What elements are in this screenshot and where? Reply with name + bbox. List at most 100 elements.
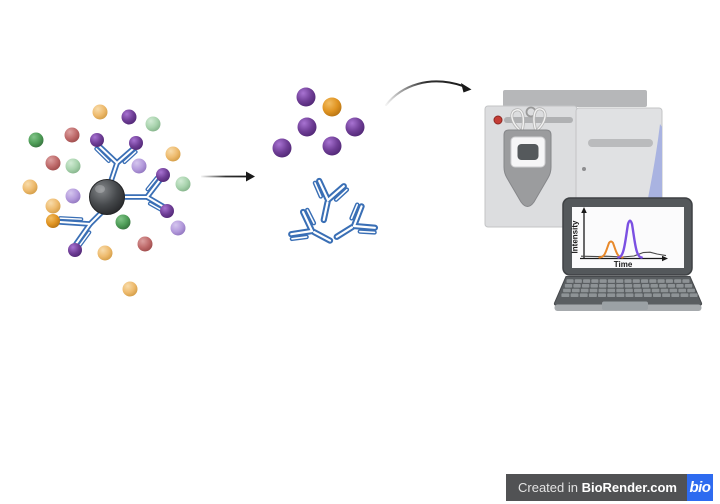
keyboard-key bbox=[564, 284, 573, 288]
antibody-icon bbox=[122, 175, 167, 213]
keyboard-key bbox=[616, 284, 624, 288]
keyboard-key bbox=[581, 284, 590, 288]
keyboard-key bbox=[641, 279, 649, 283]
captured-antigen-particles bbox=[46, 133, 174, 257]
antigen-particle bbox=[170, 220, 186, 236]
arrow-right-icon bbox=[201, 171, 255, 182]
antigen-particle bbox=[65, 188, 81, 204]
antigen-particle bbox=[131, 158, 147, 174]
captured-antigen-particle bbox=[68, 243, 82, 257]
keyboard-key bbox=[607, 288, 616, 293]
watermark-prefix-text: Created in bbox=[518, 480, 582, 495]
panel-screw-icon bbox=[582, 167, 586, 171]
keyboard-key bbox=[634, 288, 642, 293]
instrument-top-bar bbox=[503, 90, 647, 107]
keyboard-key bbox=[616, 293, 625, 297]
keyboard-key bbox=[642, 288, 651, 293]
antigen-particle bbox=[28, 132, 44, 148]
keyboard-key bbox=[598, 293, 606, 297]
antibody-icon bbox=[57, 208, 106, 249]
keyboard-key bbox=[660, 288, 669, 293]
antigen-particle bbox=[45, 155, 61, 171]
captured-antigen-particle bbox=[46, 214, 60, 228]
keyboard-key bbox=[680, 293, 689, 297]
antigen-particle bbox=[65, 158, 81, 174]
keyboard-key bbox=[588, 293, 597, 297]
watermark-brand-text: BioRender.com bbox=[581, 480, 677, 495]
keyboard-key bbox=[633, 284, 641, 288]
antigen-particle bbox=[115, 214, 131, 230]
laptop-keys bbox=[561, 279, 698, 297]
captured-antigen-particle bbox=[129, 136, 143, 150]
keyboard-key bbox=[651, 288, 660, 293]
keyboard-key bbox=[669, 288, 678, 293]
keyboard-key bbox=[682, 279, 690, 283]
keyboard-key bbox=[659, 284, 667, 288]
keyboard-key bbox=[689, 293, 698, 297]
chart-xlabel: Time bbox=[614, 260, 633, 269]
mass-spectrometer bbox=[484, 90, 663, 228]
chart-ylabel: Intensity bbox=[571, 220, 580, 253]
keyboard-key bbox=[607, 279, 615, 283]
keyboard-key bbox=[667, 284, 676, 288]
keyboard-key bbox=[566, 279, 574, 283]
biorender-watermark: Created in BioRender.com bio bbox=[506, 474, 713, 501]
keyboard-key bbox=[599, 279, 607, 283]
keyboard-key bbox=[589, 288, 598, 293]
keyboard-key bbox=[570, 293, 579, 297]
antigen-particle bbox=[92, 104, 108, 120]
high-abundance-peak bbox=[617, 219, 643, 259]
keyboard-key bbox=[591, 279, 599, 283]
keyboard-key bbox=[632, 279, 640, 283]
keyboard-key bbox=[662, 293, 671, 297]
antigen-particle bbox=[97, 245, 113, 261]
antibody-icon bbox=[333, 202, 379, 240]
captured-antigen-particle bbox=[90, 133, 104, 147]
watermark-bar: Created in BioRender.com bbox=[506, 474, 687, 501]
keyboard-key bbox=[643, 293, 652, 297]
antigen-particle bbox=[22, 179, 38, 195]
keyboard-key bbox=[684, 284, 693, 288]
magnetic-bead-body bbox=[89, 179, 125, 215]
antigen-particle bbox=[137, 236, 153, 252]
keyboard-key bbox=[634, 293, 643, 297]
eluted-antigen-particle bbox=[272, 138, 292, 158]
keyboard-key bbox=[580, 288, 589, 293]
keyboard-key bbox=[650, 284, 658, 288]
antigen-particle bbox=[165, 146, 181, 162]
eluted-antigen-particle bbox=[322, 97, 342, 117]
instrument-handle bbox=[588, 139, 653, 147]
keyboard-key bbox=[657, 279, 665, 283]
eluted-antigen-particle bbox=[296, 87, 316, 107]
keyboard-key bbox=[579, 293, 588, 297]
power-led-icon bbox=[493, 115, 503, 125]
eluted-antigen-particle bbox=[345, 117, 365, 137]
keyboard-key bbox=[598, 288, 607, 293]
keyboard-key bbox=[616, 288, 624, 293]
keyboard-key bbox=[607, 284, 616, 288]
antibody-icon bbox=[312, 177, 350, 224]
keyboard-key bbox=[599, 284, 607, 288]
keyboard-key bbox=[574, 279, 582, 283]
laptop-trackpad bbox=[602, 301, 648, 310]
instrument-rail bbox=[504, 117, 573, 123]
keyboard-key bbox=[561, 293, 570, 297]
keyboard-key bbox=[676, 284, 684, 288]
keyboard-key bbox=[624, 284, 633, 288]
x-axis-arrow-icon bbox=[662, 255, 668, 262]
captured-antigen-particle bbox=[156, 168, 170, 182]
free-antigen-particles bbox=[22, 104, 191, 297]
antigen-particle bbox=[121, 109, 137, 125]
antigen-particle bbox=[175, 176, 191, 192]
keyboard-key bbox=[674, 279, 682, 283]
keyboard-key bbox=[625, 288, 633, 293]
keyboard-key bbox=[616, 279, 624, 283]
magnetic-bead bbox=[89, 179, 125, 215]
keyboard-key bbox=[671, 293, 680, 297]
keyboard-key bbox=[649, 279, 657, 283]
keyboard-key bbox=[590, 284, 598, 288]
antigen-particle bbox=[145, 116, 161, 132]
